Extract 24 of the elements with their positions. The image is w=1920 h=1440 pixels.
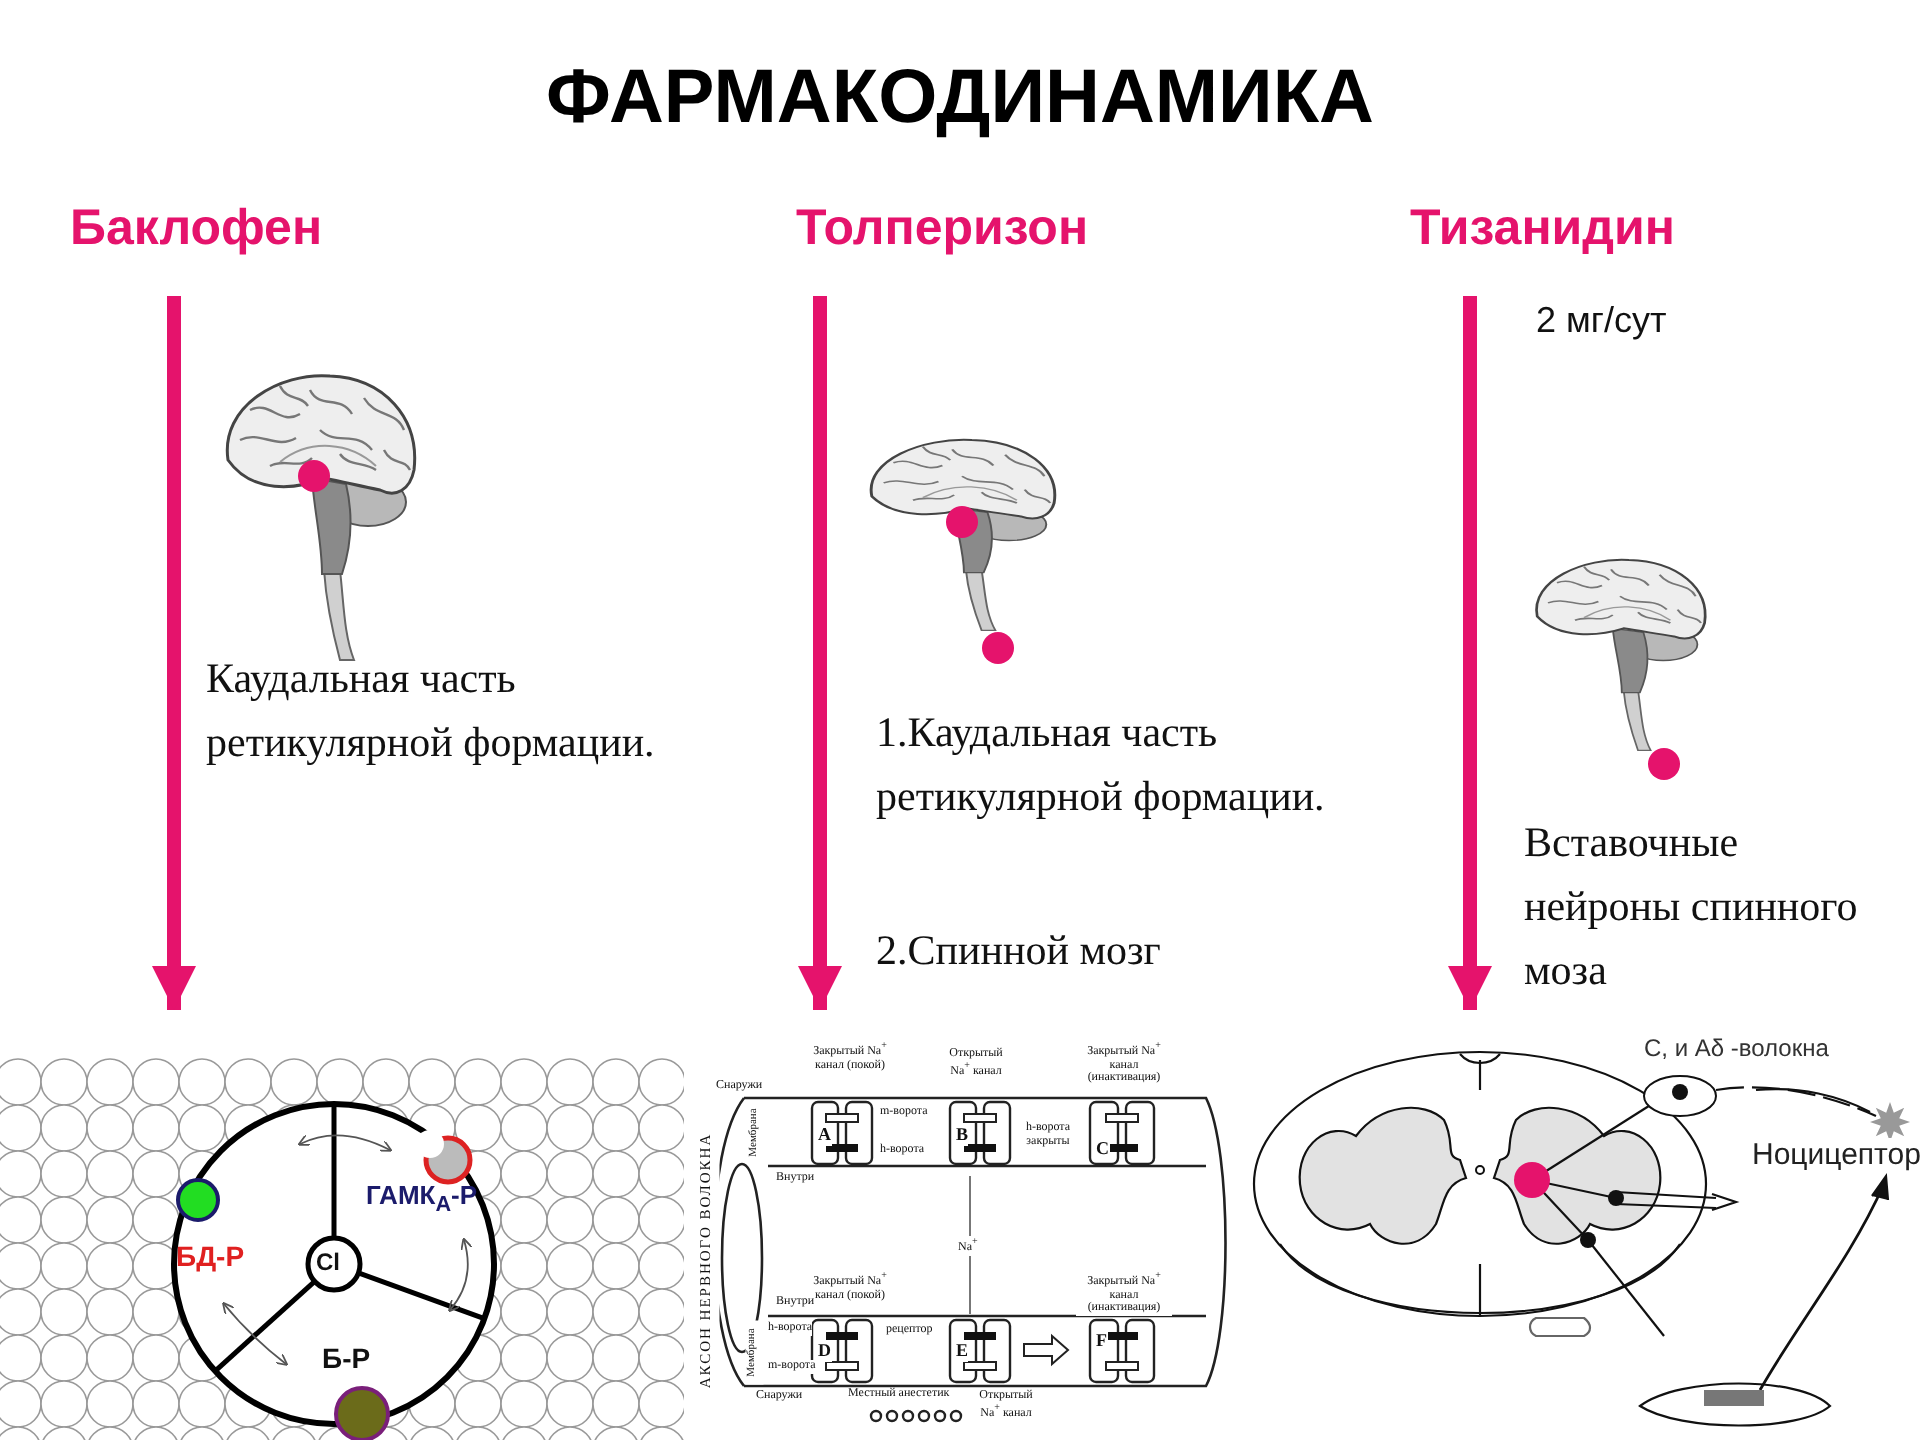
site-description: 2.Спинной мозг bbox=[876, 926, 1161, 976]
ion-label: Cl bbox=[316, 1248, 340, 1276]
title: ФАРМАКОДИНАМИКА bbox=[544, 56, 1376, 142]
site-description: Каудальная часть ретикулярной формации. bbox=[206, 652, 657, 770]
channel-letter: E bbox=[956, 1342, 969, 1362]
receptor-label: Б-Р bbox=[322, 1342, 371, 1374]
channel-letter: C bbox=[1096, 1140, 1109, 1160]
channel-letter: B bbox=[956, 1126, 969, 1146]
channel-letter: D bbox=[818, 1342, 831, 1362]
receptor-label: БД-Р bbox=[176, 1240, 245, 1272]
site-description: 1.Каудальная часть ретикулярной формации. bbox=[876, 706, 1327, 824]
drug-name: Тизанидин bbox=[1410, 200, 1675, 258]
arrow bbox=[798, 296, 842, 1010]
receptor-label: ГАМК$_{А}$-Р bbox=[366, 1180, 478, 1218]
drug-name: Баклофен bbox=[70, 200, 323, 258]
drug-name: Толперизон bbox=[796, 200, 1089, 258]
channel-letter: A bbox=[818, 1126, 831, 1146]
nociceptor-label: Ноцицептор bbox=[1752, 1138, 1920, 1172]
fiber-label: C, и Aδ -волокна bbox=[1644, 1034, 1829, 1062]
arrow bbox=[152, 296, 196, 1010]
arrow bbox=[1448, 296, 1492, 1010]
channel-letter: F bbox=[1096, 1332, 1107, 1352]
dosage-label: 2 мг/сут bbox=[1536, 300, 1667, 342]
site-description: Вставочные нейроны спинного моза bbox=[1524, 816, 1860, 998]
